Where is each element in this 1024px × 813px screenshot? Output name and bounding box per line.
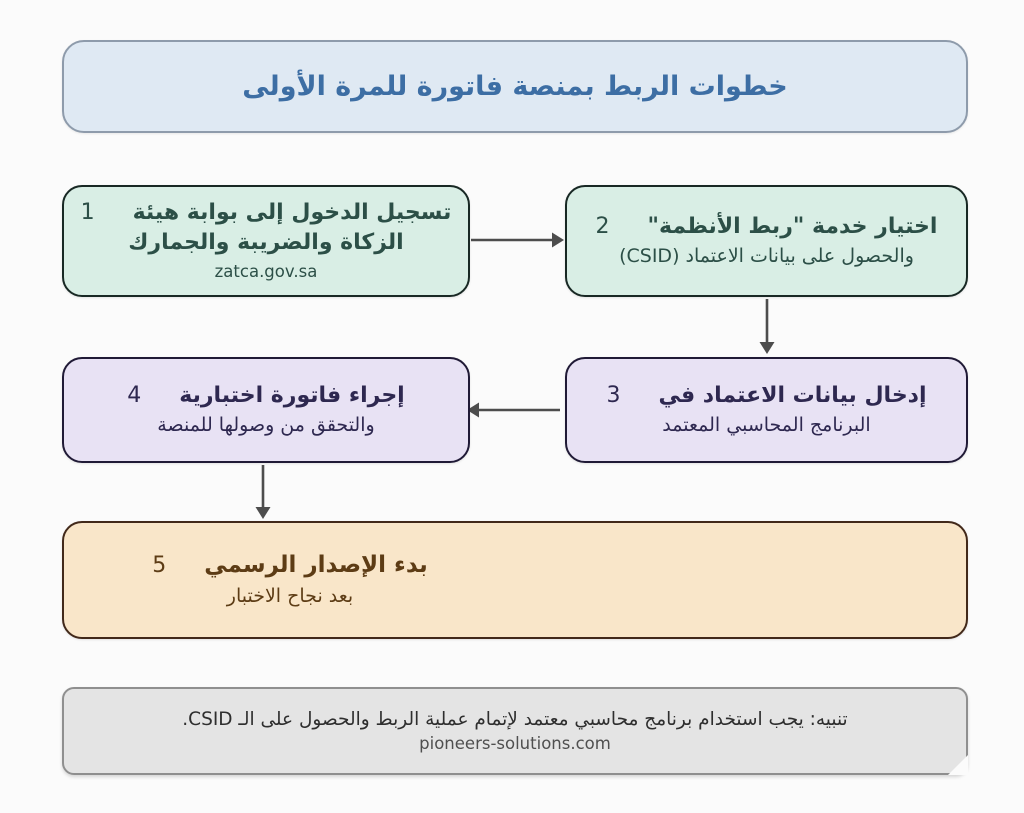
step-3-number: 3 xyxy=(606,382,621,408)
step-4-subtitle: والتحقق من وصولها للمنصة xyxy=(157,414,375,437)
step-3-content: إدخال بيانات الاعتماد في 3 البرنامج المح… xyxy=(606,382,926,438)
arrow-right-icon xyxy=(471,232,564,248)
step-5-content: بدء الإصدار الرسمي 5 بعد نجاح الاختبار xyxy=(64,551,500,609)
step-2-content: اختيار خدمة "ربط الأنظمة" 2 والحصول على … xyxy=(596,213,938,269)
step-2-box: اختيار خدمة "ربط الأنظمة" 2 والحصول على … xyxy=(565,185,968,297)
arrow-down-icon xyxy=(759,299,775,354)
step-3-subtitle: البرنامج المحاسبي المعتمد xyxy=(662,414,871,437)
step-5-subtitle: بعد نجاح الاختبار xyxy=(226,585,354,608)
step-4-content: إجراء فاتورة اختبارية 4 والتحقق من وصوله… xyxy=(127,382,404,438)
step-1-box: تسجيل الدخول إلى بوابة هيئة 1 الزكاة وال… xyxy=(62,185,470,297)
step-5-box: بدء الإصدار الرسمي 5 بعد نجاح الاختبار xyxy=(62,521,968,639)
step-4-box: إجراء فاتورة اختبارية 4 والتحقق من وصوله… xyxy=(62,357,470,463)
page-title: خطوات الربط بمنصة فاتورة للمرة الأولى xyxy=(242,71,788,102)
notice-box: تنبيه: يجب استخدام برنامج محاسبي معتمد ل… xyxy=(62,687,968,775)
step-2-number: 2 xyxy=(595,213,610,239)
step-3-title: إدخال بيانات الاعتماد في xyxy=(658,382,927,408)
notice-text: تنبيه: يجب استخدام برنامج محاسبي معتمد ل… xyxy=(182,709,848,730)
step-1-content: تسجيل الدخول إلى بوابة هيئة 1 الزكاة وال… xyxy=(81,199,452,283)
arrow-left-icon xyxy=(467,402,560,418)
step-1-number: 1 xyxy=(80,200,95,226)
title-banner: خطوات الربط بمنصة فاتورة للمرة الأولى xyxy=(62,40,968,133)
step-1-title: تسجيل الدخول إلى بوابة هيئة xyxy=(132,200,452,226)
step-1-title-line2: الزكاة والضريبة والجمارك xyxy=(128,229,404,255)
step-1-url: zatca.gov.sa xyxy=(214,262,318,282)
step-3-box: إدخال بيانات الاعتماد في 3 البرنامج المح… xyxy=(565,357,968,463)
step-4-title: إجراء فاتورة اختبارية xyxy=(179,382,405,408)
website-url: pioneers-solutions.com xyxy=(419,734,611,753)
step-4-number: 4 xyxy=(127,382,142,408)
step-2-title: اختيار خدمة "ربط الأنظمة" xyxy=(647,213,938,239)
step-5-title: بدء الإصدار الرسمي xyxy=(204,552,428,579)
arrow-down-icon xyxy=(255,465,271,519)
step-2-subtitle: والحصول على بيانات الاعتماد (CSID) xyxy=(619,245,914,268)
step-5-number: 5 xyxy=(152,552,167,578)
